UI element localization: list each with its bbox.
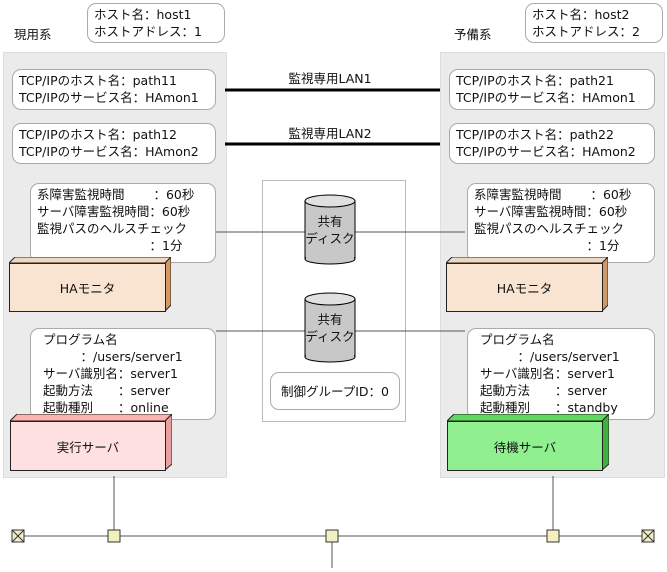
primary-ha-monitor: HAモニタ (9, 257, 171, 312)
standby-server: 待機サーバ (447, 414, 609, 471)
terminator-right (641, 529, 655, 543)
bus-node-primary (107, 529, 121, 543)
primary-title: 現用系 (14, 27, 52, 42)
terminator-left (11, 529, 25, 543)
disk-1-label: 共有ディスク (305, 214, 355, 246)
lan2-label: 監視専用LAN2 (288, 126, 372, 141)
lan1-label: 監視専用LAN1 (288, 71, 372, 86)
primary-monitor-settings: 系障害監視時間 ：60秒サーバ障害監視時間：60秒監視パスのヘルスチェック ：1… (30, 183, 216, 263)
bus-node-standby (546, 529, 560, 543)
standby-ha-monitor: HAモニタ (446, 257, 608, 312)
standby-monitor-settings: 系障害監視時間 ：60秒サーバ障害監視時間：60秒監視パスのヘルスチェック ：1… (467, 183, 655, 263)
standby-title: 予備系 (454, 27, 492, 42)
disk-2-label: 共有ディスク (305, 312, 355, 344)
shared-disk-1 (304, 194, 356, 265)
control-group-id: 制御グループID：0 (270, 372, 400, 410)
shared-disk-2 (304, 292, 356, 363)
bus-node-center (325, 529, 339, 543)
primary-server: 実行サーバ (10, 414, 172, 471)
